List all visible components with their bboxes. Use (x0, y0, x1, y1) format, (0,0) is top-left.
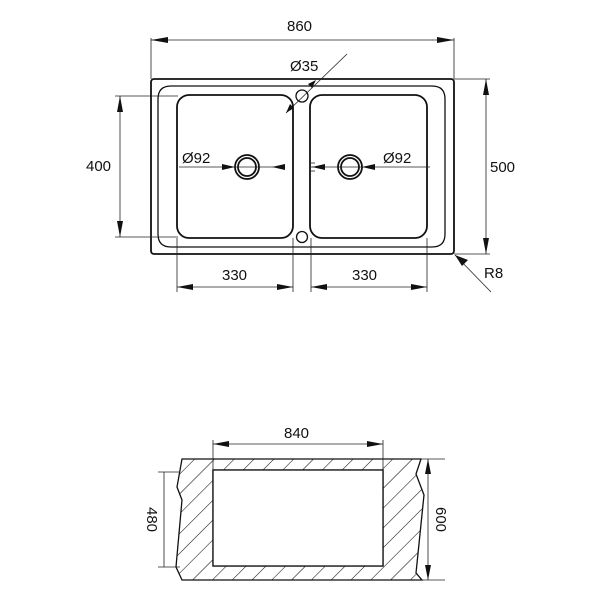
overall-depth-label: 500 (490, 159, 515, 176)
left-drain-diameter-label: Ø92 (182, 150, 210, 167)
left-bowl (176, 94, 294, 239)
cutout-depth-label: 480 (143, 507, 160, 532)
right-drain-diameter-label: Ø92 (383, 150, 411, 167)
tap-hole-icon (295, 89, 309, 103)
sink-inner-rim (157, 85, 446, 248)
overall-width-label: 860 (287, 18, 312, 35)
tap-hole-diameter-label: Ø35 (290, 58, 318, 75)
left-bowl-width-label: 330 (222, 267, 247, 284)
cutout-width-label: 840 (284, 425, 309, 442)
bowl-depth-label: 400 (86, 158, 111, 175)
right-bowl (309, 94, 428, 239)
corner-radius-label: R8 (484, 265, 503, 282)
cutout-view: 840 480 600 (143, 425, 449, 581)
overflow-hole-icon (295, 230, 309, 244)
sink-outer-rim (150, 78, 455, 255)
top-view: Ø92 Ø92 860 Ø35 400 500 (86, 18, 515, 293)
cabinet-depth-label: 600 (432, 507, 449, 532)
cutout-opening (212, 469, 384, 567)
right-bowl-width-label: 330 (352, 267, 377, 284)
